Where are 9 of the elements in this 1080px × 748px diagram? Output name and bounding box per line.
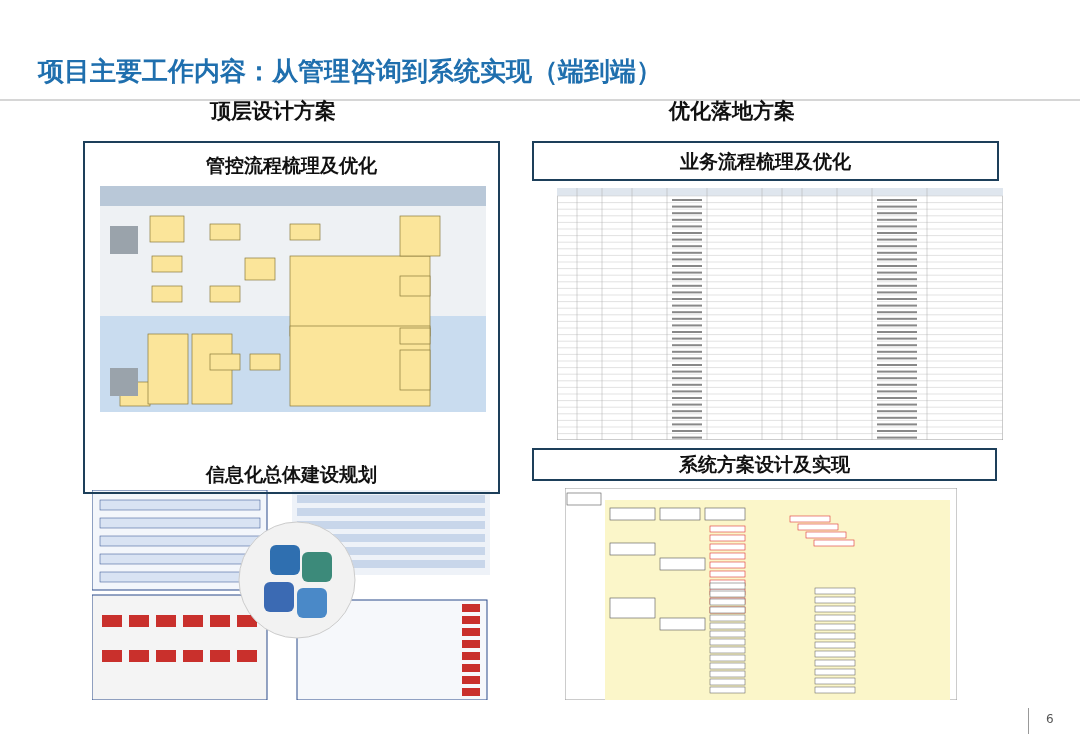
slide-title: 项目主要工作内容：从管理咨询到系统实现（端到端） bbox=[38, 55, 662, 88]
section-heading: 管控流程梳理及优化 bbox=[205, 153, 378, 178]
column-heading: 顶层设计方案 bbox=[210, 98, 336, 125]
section-header: 系统方案设计及实现 bbox=[532, 448, 997, 481]
section-heading: 信息化总体建设规划 bbox=[204, 462, 378, 487]
section-frame bbox=[83, 141, 500, 494]
page-number: 6 bbox=[1046, 712, 1054, 726]
column-heading: 优化落地方案 bbox=[669, 98, 795, 125]
section-header: 业务流程梳理及优化 bbox=[532, 141, 999, 181]
